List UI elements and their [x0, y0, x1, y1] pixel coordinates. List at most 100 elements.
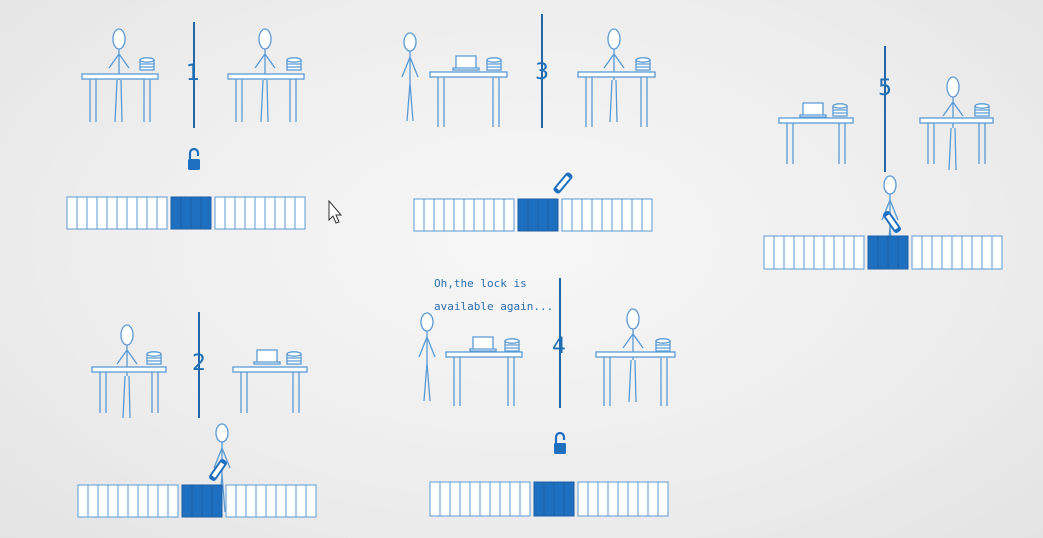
- lock-icon: [554, 431, 566, 454]
- person-head: [258, 28, 272, 50]
- desk-legs: [927, 123, 986, 164]
- desk-top: [595, 351, 676, 358]
- panel-4-caption-line-2: available again...: [434, 300, 553, 313]
- person-body: [108, 49, 130, 123]
- database-top: [139, 57, 155, 63]
- resource-cell: [561, 198, 573, 232]
- resource-cell: [459, 481, 471, 517]
- panel-5-worker: [942, 76, 964, 171]
- locked-cell: [180, 196, 192, 230]
- database-top: [974, 103, 990, 109]
- panel-1-worker-b: [254, 28, 276, 123]
- resource-cell: [621, 198, 633, 232]
- resource-cell: [235, 484, 247, 518]
- resource-cell: [617, 481, 629, 517]
- key-icon: [883, 211, 901, 233]
- panel-5-resource-strip: [763, 235, 1003, 270]
- resource-cell: [657, 481, 669, 517]
- panel-2-worker-a: [116, 324, 138, 419]
- panel-2-desk-b: [232, 366, 308, 413]
- panel-3-walker: [401, 32, 419, 122]
- resource-cell: [843, 235, 855, 270]
- person-head: [420, 312, 434, 332]
- person-body: [401, 51, 419, 122]
- resource-cell: [783, 235, 795, 270]
- locked-cell: [867, 235, 879, 270]
- panel-3-number: 3: [535, 60, 549, 85]
- panel-4-desk-a: [445, 351, 523, 406]
- locked-cell: [191, 484, 203, 518]
- locked-cell: [201, 484, 213, 518]
- resource-cell: [961, 235, 973, 270]
- resource-cell: [245, 484, 257, 518]
- panel-5-desk-a: [778, 117, 854, 164]
- resource-cell: [823, 235, 835, 270]
- desk-legs: [585, 77, 648, 127]
- resource-cell: [793, 235, 805, 270]
- resource-cell: [295, 484, 307, 518]
- resource-cell: [921, 235, 933, 270]
- database-icon: [286, 351, 302, 365]
- desk-legs: [240, 372, 300, 413]
- resource-cell: [509, 481, 521, 517]
- resource-cell: [224, 196, 236, 230]
- resource-cell: [97, 484, 109, 518]
- resource-cell: [911, 235, 923, 270]
- panel-3-desk-a: [429, 71, 508, 127]
- desk-top: [919, 117, 994, 124]
- laptop-icon: [799, 102, 827, 118]
- person-body: [622, 329, 644, 403]
- resource-cell: [264, 196, 276, 230]
- resource-cell: [941, 235, 953, 270]
- resource-cell: [631, 198, 643, 232]
- resource-cell: [463, 198, 475, 232]
- database-icon: [655, 338, 671, 352]
- resource-cell: [136, 196, 148, 230]
- resource-cell: [483, 198, 495, 232]
- database-top: [635, 57, 651, 63]
- resource-cell: [244, 196, 256, 230]
- panel-3-desk-b: [577, 71, 656, 127]
- panel-2-desk-a: [91, 366, 167, 413]
- database-lines: [505, 344, 519, 349]
- desk-legs: [235, 79, 297, 122]
- desk-top: [81, 73, 159, 80]
- resource-cell: [571, 198, 583, 232]
- desk-top: [429, 71, 508, 78]
- resource-cell: [443, 198, 455, 232]
- database-icon: [486, 57, 502, 71]
- database-icon: [146, 351, 162, 365]
- resource-cell: [833, 235, 845, 270]
- locked-cell: [877, 235, 889, 270]
- resource-cell: [469, 481, 481, 517]
- panel-5-desk-b: [919, 117, 994, 164]
- database-lines: [140, 63, 154, 68]
- resource-cell: [126, 196, 138, 230]
- person-body: [603, 49, 625, 123]
- lock-icon: [188, 147, 200, 170]
- database-top: [486, 57, 502, 63]
- person-head: [403, 32, 417, 52]
- resource-cell: [981, 235, 993, 270]
- resource-cell: [87, 484, 99, 518]
- resource-cell: [423, 198, 435, 232]
- resource-cell: [77, 484, 89, 518]
- resource-cell: [991, 235, 1003, 270]
- resource-cell: [96, 196, 108, 230]
- resource-cell: [156, 196, 168, 230]
- resource-cell: [453, 198, 465, 232]
- resource-cell: [284, 196, 296, 230]
- person-body: [116, 345, 138, 419]
- database-top: [832, 103, 848, 109]
- locked-cell: [527, 198, 539, 232]
- resource-cell: [305, 484, 317, 518]
- person-body: [418, 331, 436, 402]
- locked-cell: [553, 481, 565, 517]
- key-notch: [556, 175, 570, 191]
- resource-cell: [503, 198, 515, 232]
- resource-cell: [473, 198, 485, 232]
- locked-cell: [517, 198, 529, 232]
- resource-cell: [234, 196, 246, 230]
- resource-cell: [439, 481, 451, 517]
